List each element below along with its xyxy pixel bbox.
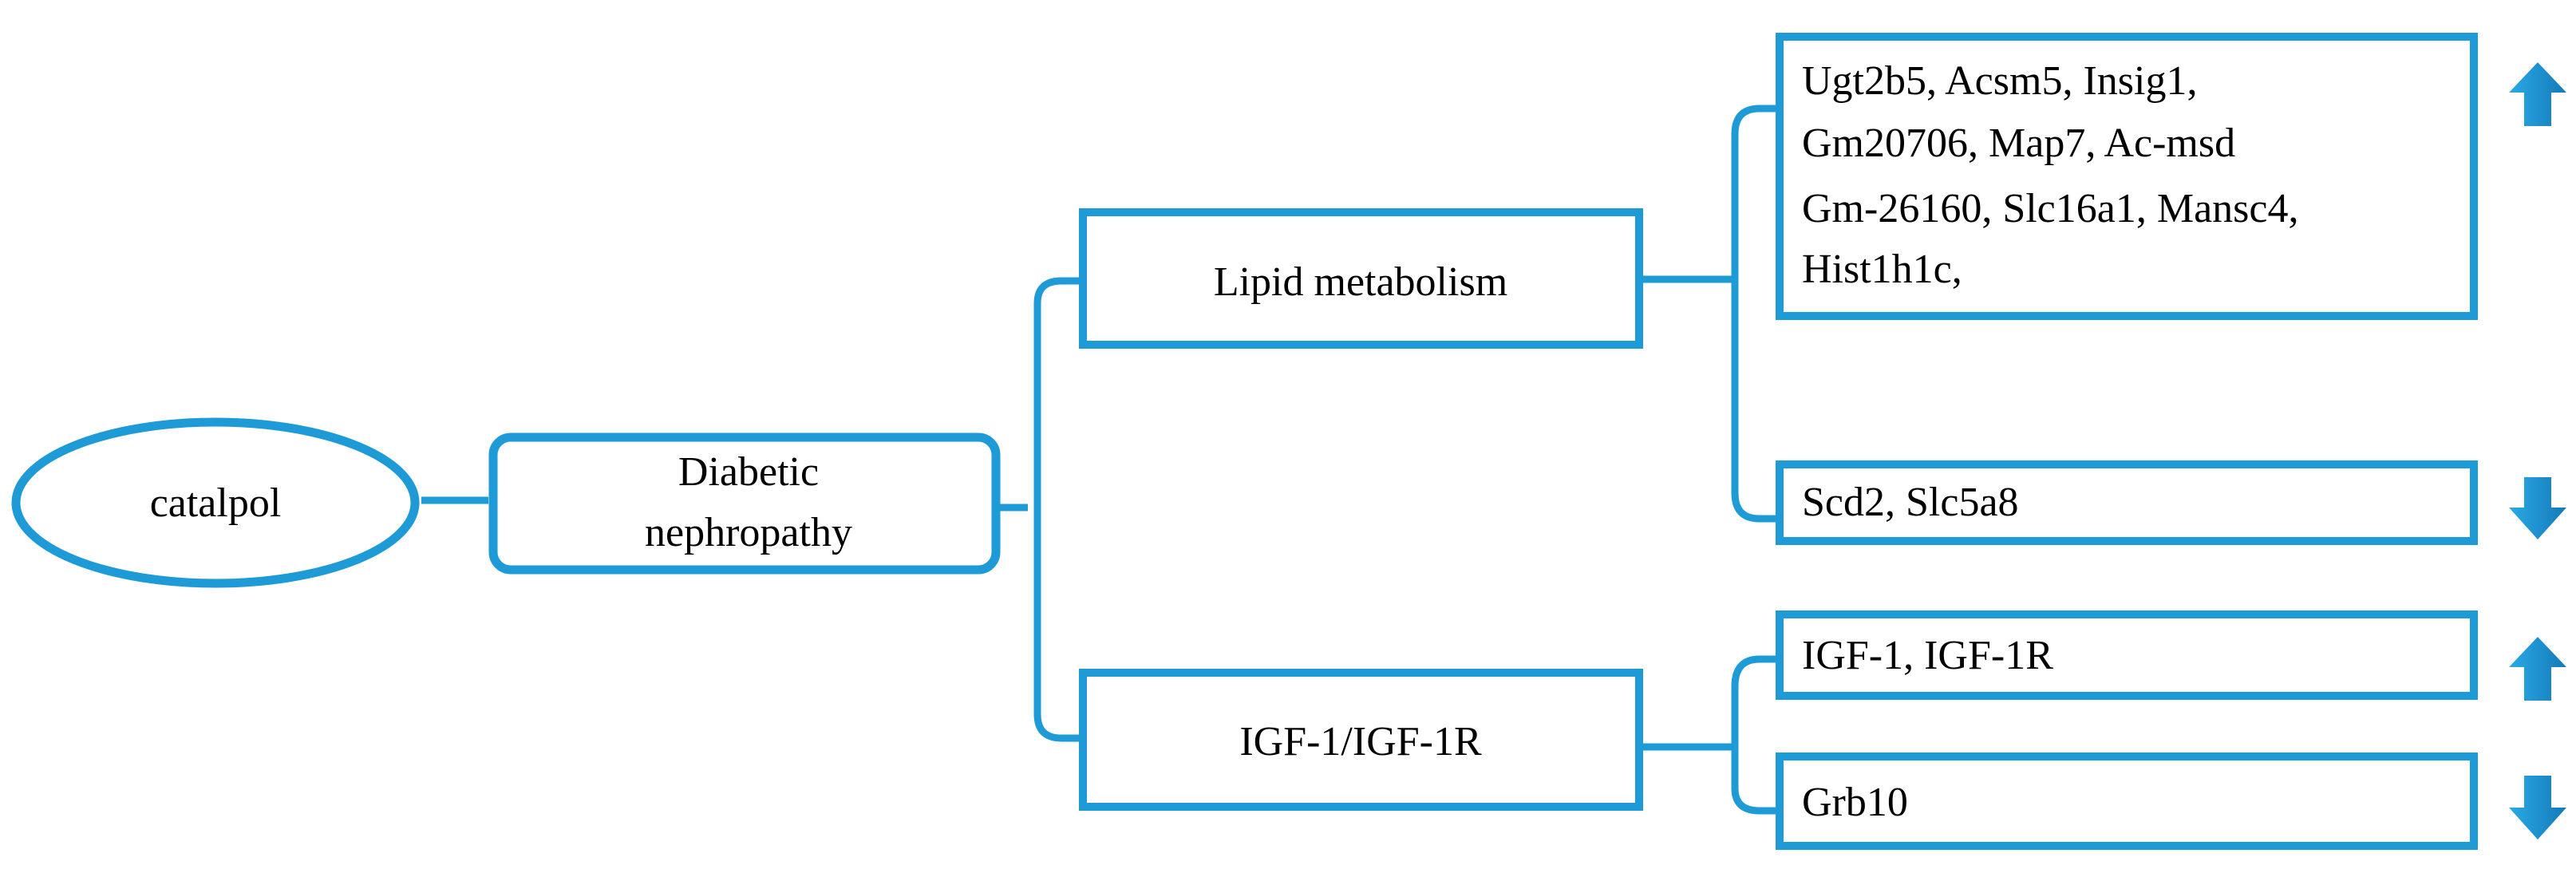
gene-list-line: Ugt2b5, Acsm5, Insig1, <box>1802 58 2197 104</box>
up-arrow-icon <box>2509 637 2566 701</box>
down-arrow-icon <box>2509 477 2566 539</box>
connector-igf-branches <box>1642 655 1776 815</box>
igf-node: IGF-1/IGF-1R <box>1079 669 1643 811</box>
catalpol-node: catalpol <box>11 417 420 588</box>
connector-diabetic-branches <box>999 277 1079 742</box>
gene-list-line: Gm-26160, Slc16a1, Mansc4, <box>1802 186 2298 231</box>
down-arrow-icon <box>2509 776 2566 839</box>
connectors <box>421 105 1776 815</box>
igf-label: IGF-1/IGF-1R <box>1239 719 1482 764</box>
gene-list-line: Hist1h1c, <box>1802 247 1962 292</box>
diabetic-nephropathy-label-line1: Diabetic <box>678 449 819 495</box>
gene-list-line: Gm20706, Map7, Ac-msd <box>1802 120 2235 166</box>
gene-list-line: IGF-1, IGF-1R <box>1802 633 2053 678</box>
catalpol-label: catalpol <box>150 480 282 526</box>
gene-list-line: Grb10 <box>1802 780 1908 825</box>
diabetic-nephropathy-label-line2: nephropathy <box>645 510 852 555</box>
lipid-metabolism-label: Lipid metabolism <box>1214 259 1507 305</box>
gene-list-line: Scd2, Slc5a8 <box>1802 480 2019 525</box>
lipid-metabolism-node: Lipid metabolism <box>1079 208 1643 349</box>
igf-downregulated-genes-box: Grb10 <box>1776 753 2478 850</box>
up-arrow-icon <box>2509 62 2566 126</box>
lipid-downregulated-genes-box: Scd2, Slc5a8 <box>1776 460 2478 545</box>
diabetic-nephropathy-node: Diabetic nephropathy <box>488 433 1001 575</box>
connector-lipid-branches <box>1642 105 1776 523</box>
lipid-upregulated-genes-box: Ugt2b5, Acsm5, Insig1, Gm20706, Map7, Ac… <box>1776 33 2478 320</box>
igf-upregulated-genes-box: IGF-1, IGF-1R <box>1776 610 2478 700</box>
